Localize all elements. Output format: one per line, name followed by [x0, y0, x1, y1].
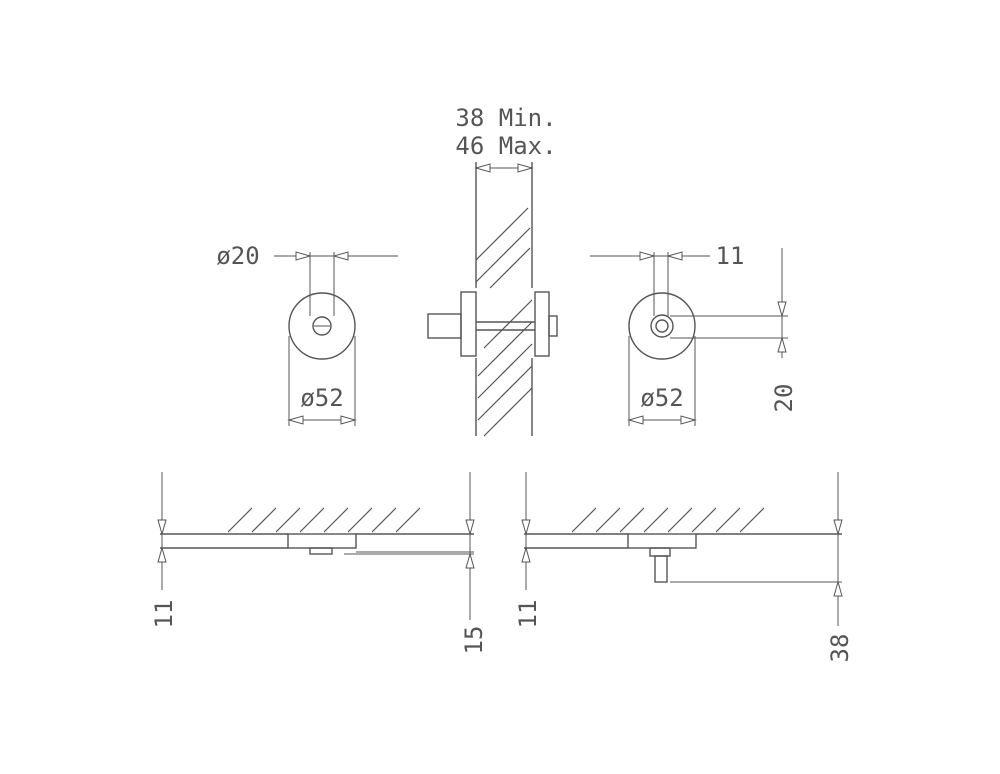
projection-left-b-label: 15: [460, 626, 488, 655]
right-wall-hatching: [571, 507, 765, 533]
rosette-diameter-left-label: ø52: [300, 384, 343, 412]
wall-max-label: 46 Max.: [455, 132, 556, 160]
left-projection-view: 11 15: [150, 472, 488, 654]
rosette-diameter-right-label: ø52: [640, 384, 683, 412]
left-wall-hatching: [227, 507, 421, 533]
right-spout-view: 11 20 ø52: [590, 242, 798, 426]
wall-section-view: 38 Min. 46 Max.: [427, 104, 558, 437]
spout-offset-label: 11: [716, 242, 745, 270]
left-rosette-view: ø20 ø52: [216, 242, 398, 426]
projection-right-b-label: 38: [826, 634, 854, 663]
projection-left-a-label: 11: [150, 600, 178, 629]
outlet-diameter-label: ø20: [216, 242, 259, 270]
wall-hatching: [475, 207, 533, 437]
wall-min-label: 38 Min.: [455, 104, 556, 132]
spout-height-label: 20: [770, 384, 798, 413]
projection-right-a-label: 11: [514, 600, 542, 629]
right-projection-view: 11 38: [514, 472, 854, 662]
